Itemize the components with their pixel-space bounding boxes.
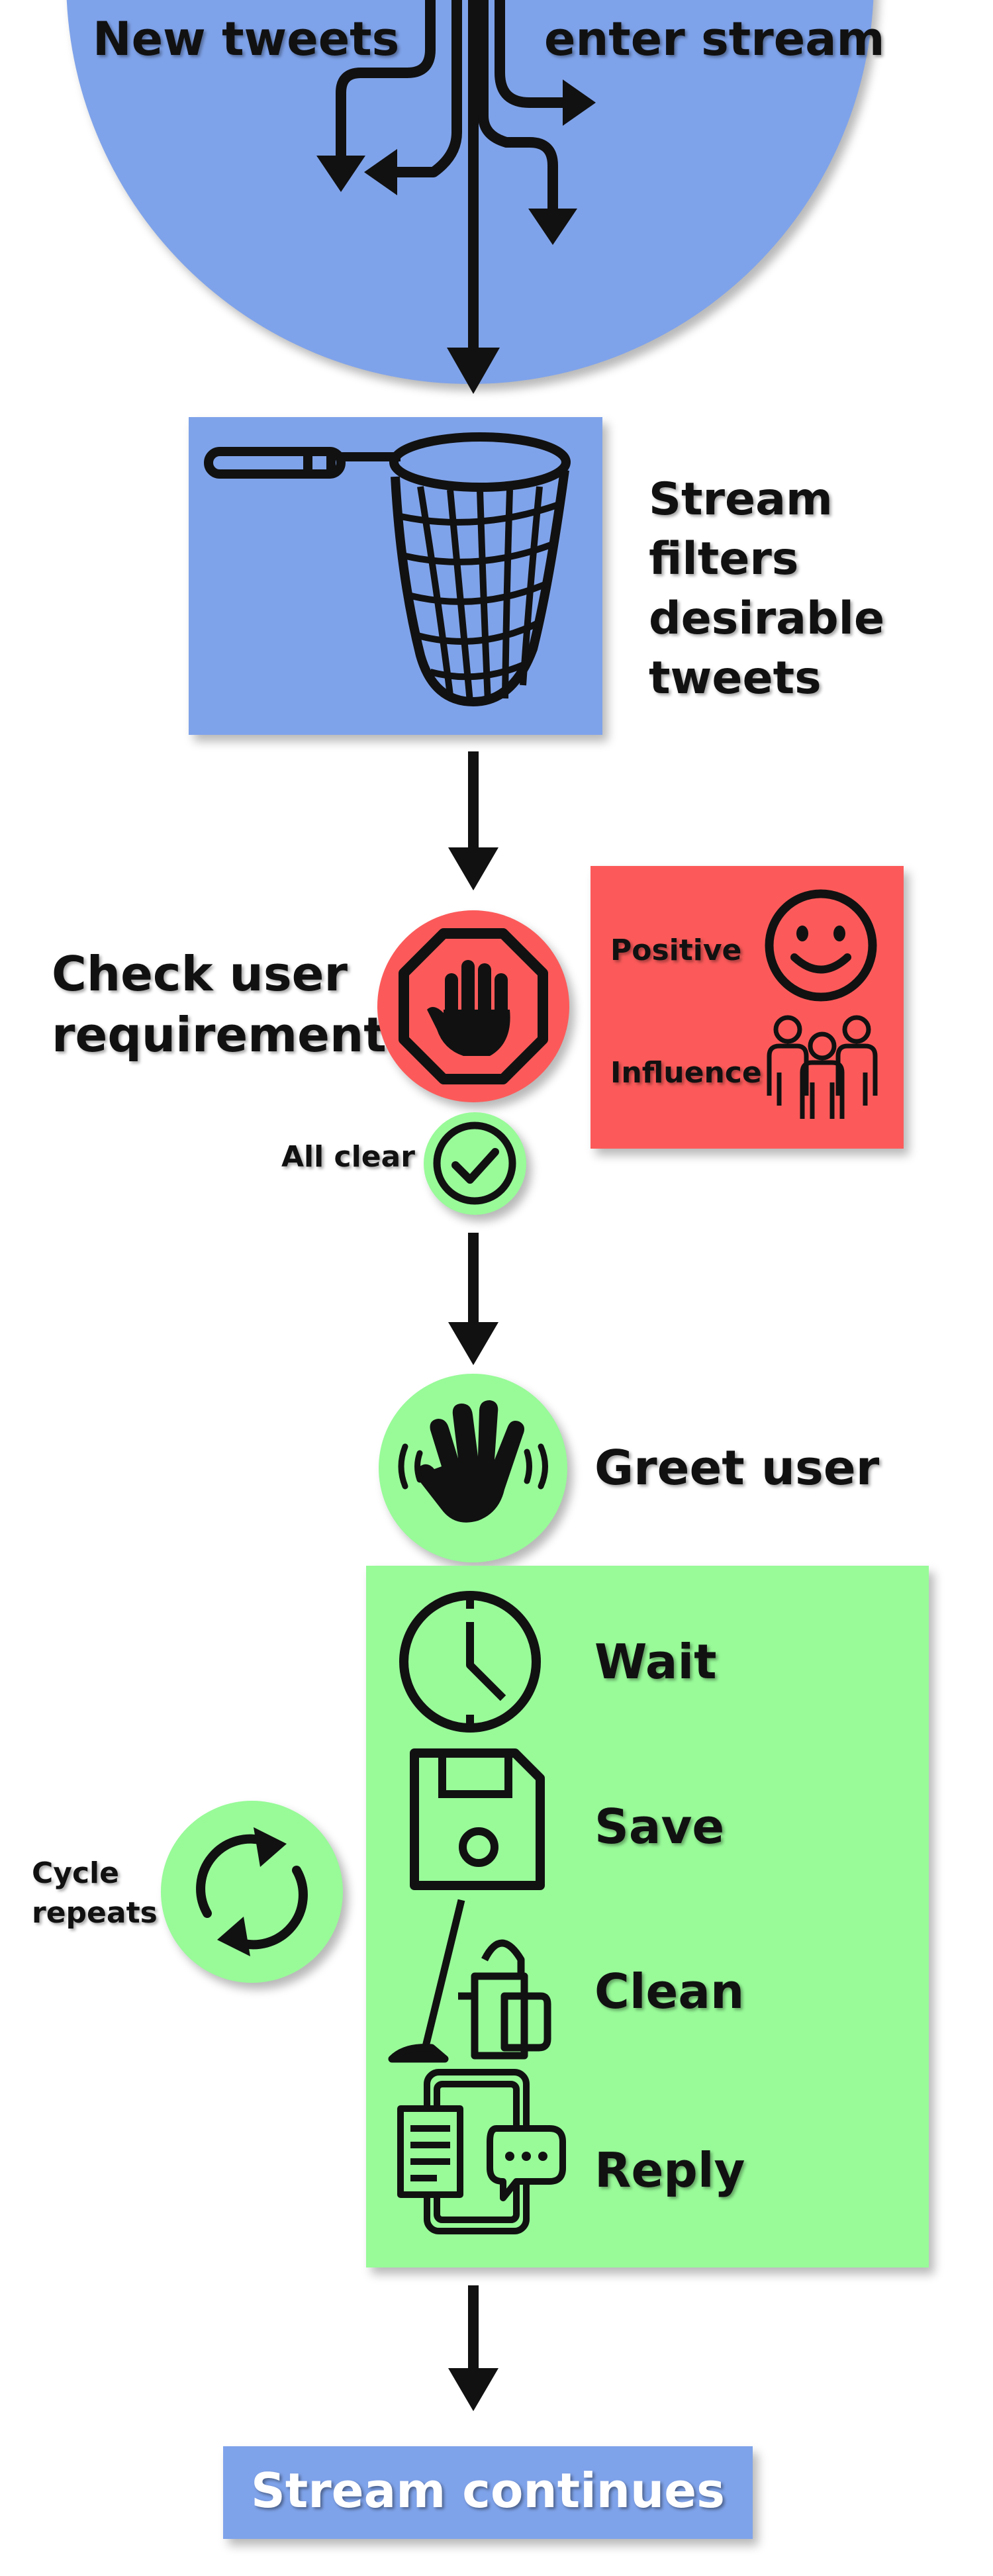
stop-hand-icon — [399, 928, 548, 1084]
group-icon — [767, 1015, 878, 1119]
check-label-line: requirements — [52, 1007, 415, 1063]
filter-label-line: desirable — [649, 593, 885, 645]
flow-arrow — [448, 751, 498, 890]
stream-continues-box — [223, 2446, 753, 2539]
stream-continues-label: Stream continues — [251, 2463, 725, 2518]
net-icon — [204, 432, 571, 706]
requirement-label: Influence — [610, 1056, 762, 1090]
refresh-icon — [196, 1827, 308, 1956]
check-label-line: Check user — [52, 946, 348, 1002]
cycle-repeats-line: Cycle — [32, 1856, 119, 1890]
phone-reply-icon — [397, 2069, 566, 2234]
filter-label-line: tweets — [649, 652, 822, 704]
smiley-icon — [765, 889, 877, 1002]
filter-label-line: Stream — [649, 473, 833, 526]
flow-arrow — [448, 2285, 498, 2411]
enter-stream-label: enter stream — [544, 12, 885, 66]
new-tweets-label: New tweets — [93, 12, 400, 66]
cycle-circle — [161, 1801, 343, 1983]
cycle-repeats-label: Cycle repeats — [32, 1854, 158, 1933]
greet-user-label: Greet user — [594, 1440, 880, 1496]
clock-icon — [399, 1591, 541, 1733]
floppy-disk-icon — [410, 1748, 545, 1890]
cycle-step-label: Clean — [594, 1964, 745, 2019]
cycle-repeats-line: repeats — [32, 1896, 158, 1930]
flow-arrow — [448, 1233, 498, 1365]
requirement-label: Positive — [610, 933, 742, 967]
cycle-step-label: Reply — [594, 2142, 745, 2198]
filter-label: Stream filters desirable tweets — [649, 470, 884, 708]
waving-hand-icon — [398, 1400, 548, 1523]
cycle-step-label: Save — [594, 1799, 725, 1854]
cycle-step-label: Wait — [594, 1634, 717, 1690]
filter-label-line: filters — [649, 533, 799, 585]
cleaning-tools-icon — [388, 1899, 551, 2063]
check-requirements-label: Check user requirements — [52, 943, 415, 1065]
requirements-box — [591, 866, 904, 1149]
check-icon — [433, 1121, 516, 1205]
all-clear-label: All clear — [281, 1140, 415, 1174]
branching-arrows-icon — [316, 0, 596, 394]
